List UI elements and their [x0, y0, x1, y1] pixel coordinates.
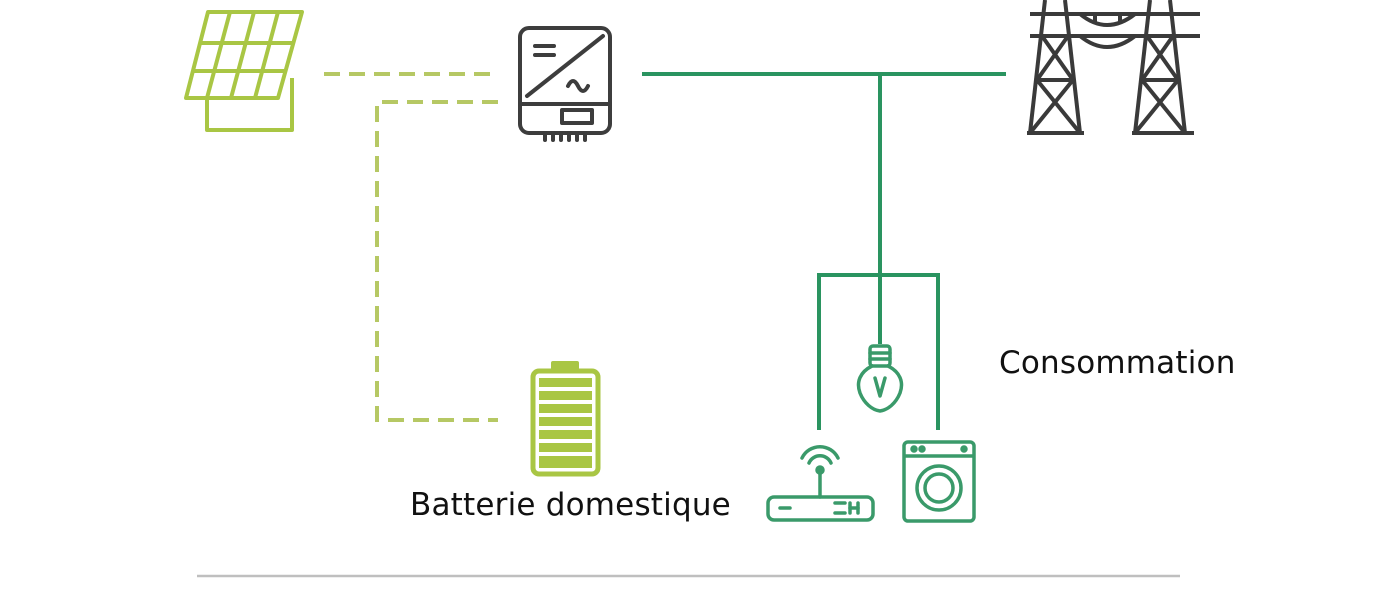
- battery-label: Batterie domestique: [410, 487, 731, 523]
- power-pylon-icon: [1027, 0, 1200, 135]
- inverter-icon: [518, 26, 612, 142]
- consumption-label: Consommation: [999, 345, 1236, 381]
- washing-machine-icon: [902, 440, 976, 523]
- solar-panel-icon: [184, 10, 304, 132]
- battery-icon: [530, 361, 601, 477]
- router-icon: [766, 445, 875, 522]
- dashed-link-inverter-battery: [375, 100, 498, 422]
- consumption-branch-lines: [817, 74, 940, 430]
- light-bulb-icon: [856, 344, 904, 413]
